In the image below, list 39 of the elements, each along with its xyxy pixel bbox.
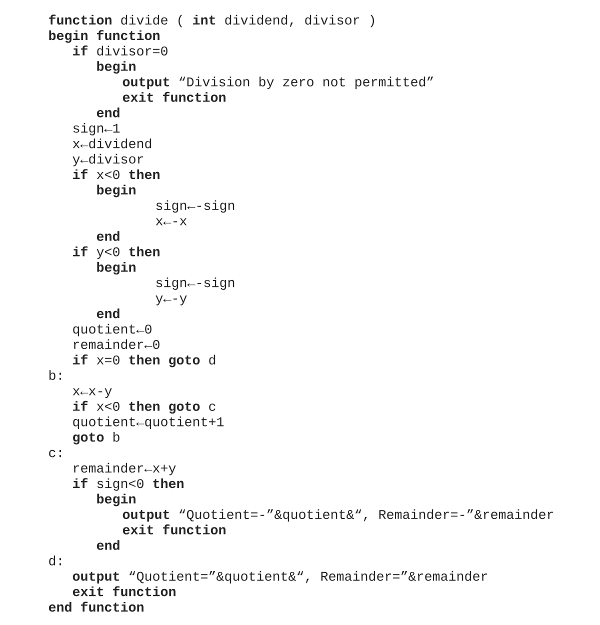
code-line: x←-x — [156, 218, 187, 226]
code-line: exit function — [122, 92, 226, 102]
code-line: remainder←x+y — [74, 462, 176, 476]
code-line: quotient←0 — [73, 324, 152, 336]
code-line: remainder←0 — [74, 339, 160, 350]
code-line: function divide ( int dividend, divisor ) — [49, 14, 374, 28]
code-line: x←dividend — [72, 138, 152, 148]
code-line: goto b — [73, 432, 120, 444]
code-line: end — [96, 231, 120, 241]
code-line: y←divisor — [72, 154, 144, 166]
code-line: begin — [97, 184, 136, 198]
code-line: exit function — [122, 524, 226, 534]
code-line: begin — [97, 262, 136, 275]
code-line: output “Quotient=”&quotient&“, Remainder=”&remainder — [72, 571, 488, 584]
code-line: end — [96, 540, 120, 550]
code-line: end — [96, 308, 120, 318]
code-line: if divisor=0 — [73, 46, 168, 56]
code-line: sign←-sign — [156, 200, 234, 213]
code-line: if x<0 then — [73, 169, 160, 180]
code-line: end — [96, 108, 120, 118]
code-line: b: — [49, 370, 62, 380]
code-line: begin — [97, 61, 136, 74]
code-line: if x=0 then goto d — [73, 354, 216, 368]
code-line: y←-y — [156, 296, 187, 306]
code-line: x←x-y — [72, 388, 112, 398]
code-line: begin — [97, 494, 136, 506]
code-line: output “Division by zero not permitted” — [122, 76, 434, 90]
code-line: d: — [49, 556, 62, 566]
code-line: end function — [48, 602, 144, 612]
code-line: quotient←quotient+1 — [73, 416, 224, 429]
code-line: if sign<0 then — [73, 478, 184, 491]
code-line: if y<0 then — [73, 246, 160, 259]
code-line: sign←-sign — [156, 277, 234, 290]
code-line: c: — [49, 450, 62, 458]
code-line: begin function — [49, 30, 160, 43]
code-line: output “Quotient=-”&quotient&“, Remainder=-”&remainder — [122, 509, 554, 522]
code-line: sign←1 — [73, 122, 120, 136]
code-line: exit function — [72, 586, 176, 596]
code-line: if x<0 then goto c — [73, 400, 216, 414]
